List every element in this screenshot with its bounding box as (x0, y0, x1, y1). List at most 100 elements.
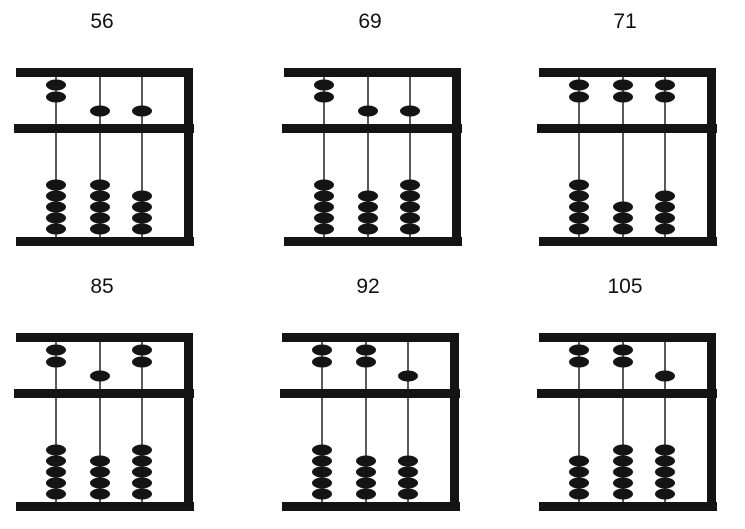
abacus-panel: 85 (12, 275, 232, 525)
abacus-panel: 92 (278, 275, 498, 525)
abacus-middle-bar (14, 389, 194, 398)
lower-bead (312, 477, 332, 489)
abacus-middle-bar (280, 389, 460, 398)
lower-bead (46, 223, 66, 235)
upper-bead (400, 105, 420, 117)
lower-bead (613, 223, 633, 235)
lower-bead (46, 477, 66, 489)
abacus-drawing (14, 68, 194, 246)
upper-bead (613, 344, 633, 356)
abacus-top-bar (284, 68, 460, 77)
lower-bead (655, 488, 675, 500)
abacus-panel: 105 (535, 275, 745, 525)
abacus-middle-bar (14, 124, 194, 133)
lower-bead (132, 223, 152, 235)
lower-bead (46, 190, 66, 202)
abacus-bottom-bar (539, 502, 717, 511)
lower-bead (132, 212, 152, 224)
lower-bead (569, 477, 589, 489)
lower-bead (400, 223, 420, 235)
upper-bead (569, 79, 589, 91)
lower-bead (400, 212, 420, 224)
lower-bead (314, 190, 334, 202)
lower-bead (312, 466, 332, 478)
lower-bead (400, 179, 420, 191)
upper-bead (356, 356, 376, 368)
lower-bead (655, 477, 675, 489)
lower-bead (358, 190, 378, 202)
abacus-number-label: 85 (90, 275, 114, 298)
lower-bead (358, 201, 378, 213)
upper-bead (90, 370, 110, 382)
upper-bead (132, 105, 152, 117)
abacus-drawing (282, 68, 462, 246)
abacus-drawing (537, 68, 717, 246)
lower-bead (400, 190, 420, 202)
lower-bead (613, 212, 633, 224)
lower-bead (398, 455, 418, 467)
lower-bead (356, 455, 376, 467)
lower-bead (312, 488, 332, 500)
lower-bead (312, 444, 332, 456)
lower-bead (356, 477, 376, 489)
lower-bead (46, 455, 66, 467)
abacus-drawing (14, 333, 194, 511)
lower-bead (358, 223, 378, 235)
lower-bead (46, 212, 66, 224)
lower-bead (132, 477, 152, 489)
lower-bead (569, 201, 589, 213)
abacus-number-label: 71 (613, 10, 637, 33)
lower-bead (356, 466, 376, 478)
abacus-right-frame (184, 68, 193, 246)
lower-bead (655, 201, 675, 213)
lower-bead (46, 201, 66, 213)
lower-bead (132, 455, 152, 467)
upper-bead (655, 79, 675, 91)
lower-bead (356, 488, 376, 500)
abacus-middle-bar (537, 389, 717, 398)
abacus-right-frame (450, 333, 459, 511)
lower-bead (90, 190, 110, 202)
lower-bead (90, 488, 110, 500)
lower-bead (132, 488, 152, 500)
lower-bead (613, 488, 633, 500)
lower-bead (655, 466, 675, 478)
lower-bead (400, 201, 420, 213)
upper-bead (46, 356, 66, 368)
lower-bead (314, 179, 334, 191)
upper-bead (655, 91, 675, 103)
lower-bead (613, 477, 633, 489)
lower-bead (314, 223, 334, 235)
lower-bead (398, 477, 418, 489)
abacus-drawing (280, 333, 460, 511)
lower-bead (569, 190, 589, 202)
abacus-panel: 69 (280, 10, 500, 260)
upper-bead (569, 344, 589, 356)
abacus-middle-bar (282, 124, 462, 133)
upper-bead (613, 356, 633, 368)
abacus-right-frame (452, 68, 461, 246)
lower-bead (613, 455, 633, 467)
lower-bead (132, 444, 152, 456)
lower-bead (613, 466, 633, 478)
lower-bead (613, 444, 633, 456)
upper-bead (314, 79, 334, 91)
abacus-middle-bar (537, 124, 717, 133)
abacus-number-label: 69 (358, 10, 382, 33)
lower-bead (132, 201, 152, 213)
lower-bead (314, 201, 334, 213)
abacus-bottom-bar (284, 237, 462, 246)
abacus-bottom-bar (539, 237, 717, 246)
upper-bead (358, 105, 378, 117)
upper-bead (655, 370, 675, 382)
lower-bead (314, 212, 334, 224)
abacus-top-bar (539, 333, 715, 342)
abacus-top-bar (539, 68, 715, 77)
abacus-right-frame (707, 68, 716, 246)
lower-bead (569, 488, 589, 500)
upper-bead (613, 79, 633, 91)
lower-bead (312, 455, 332, 467)
lower-bead (569, 455, 589, 467)
lower-bead (132, 190, 152, 202)
lower-bead (569, 223, 589, 235)
